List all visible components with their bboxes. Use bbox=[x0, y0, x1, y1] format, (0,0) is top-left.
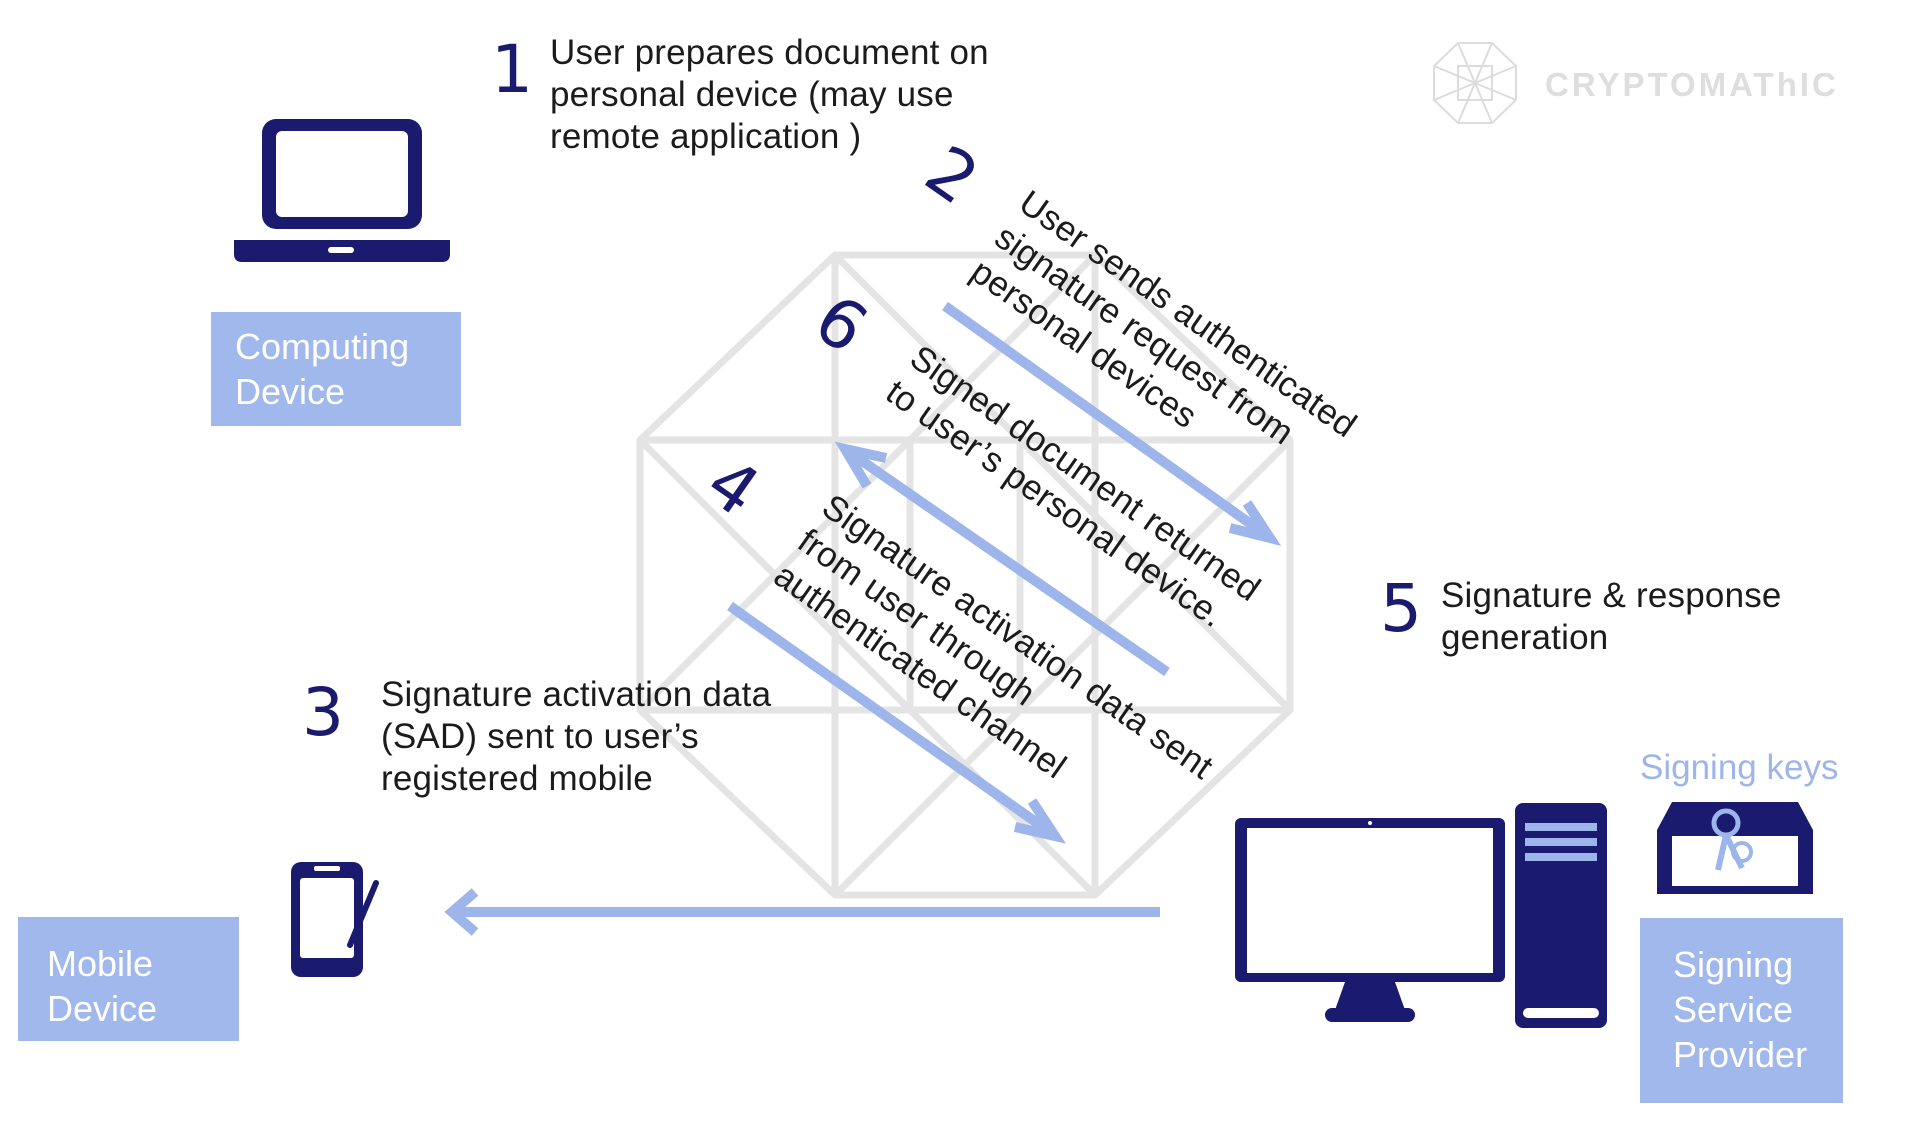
step-1-line-2: personal device (may use bbox=[550, 75, 954, 114]
step-1-line-1: User prepares document on bbox=[550, 33, 989, 72]
arrow-step-4 bbox=[727, 601, 1066, 844]
signing-keys-label: Signing keys bbox=[1640, 748, 1839, 787]
arrow-step-6 bbox=[834, 441, 1170, 677]
mobile-device-label: Mobile Device bbox=[18, 917, 239, 1041]
step-1-text: User prepares document on personal devic… bbox=[550, 32, 989, 158]
step-3-line-1: Signature activation data bbox=[381, 675, 772, 714]
step-3-line-2: (SAD) sent to user’s bbox=[381, 717, 699, 756]
signing-service-line-2: Service bbox=[1673, 989, 1794, 1030]
step-3-text: Signature activation data (SAD) sent to … bbox=[381, 674, 771, 800]
step-1-number: 1 bbox=[491, 31, 533, 108]
step-5-text: Signature & response generation bbox=[1441, 575, 1782, 659]
step-5-number: 5 bbox=[1380, 570, 1422, 647]
mobile-device-line-2: Device bbox=[47, 988, 158, 1029]
step-3-number: 3 bbox=[302, 674, 344, 751]
signing-service-provider-label: Signing Service Provider bbox=[1640, 918, 1843, 1103]
arrow-step-3 bbox=[444, 888, 1160, 936]
computing-device-line-2: Device bbox=[235, 371, 346, 412]
signing-service-line-1: Signing bbox=[1673, 944, 1794, 985]
mobile-device-line-1: Mobile bbox=[47, 943, 154, 984]
step-5-line-2: generation bbox=[1441, 618, 1609, 657]
step-1-line-3: remote application ) bbox=[550, 117, 862, 156]
brand-name: CRYPTOMAThIC bbox=[1545, 66, 1839, 103]
step-3-line-3: registered mobile bbox=[381, 759, 653, 798]
computing-device-label: Computing Device bbox=[211, 312, 461, 426]
step-5-line-1: Signature & response bbox=[1441, 576, 1782, 615]
computing-device-line-1: Computing bbox=[235, 326, 410, 367]
signing-service-line-3: Provider bbox=[1673, 1034, 1808, 1075]
arrow-step-2 bbox=[942, 301, 1282, 546]
